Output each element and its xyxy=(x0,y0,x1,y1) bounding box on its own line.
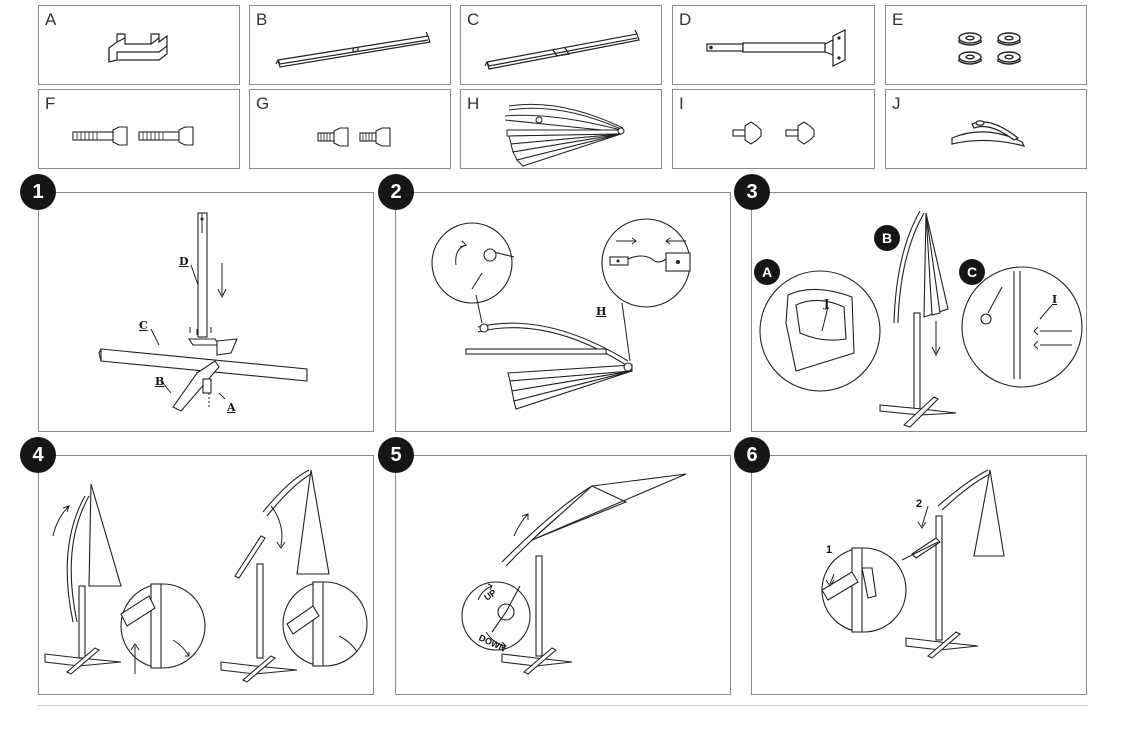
step-2-illustration xyxy=(431,218,691,410)
part-label: B xyxy=(256,10,268,29)
bottom-divider xyxy=(38,705,1088,706)
step-badge-5: 5 xyxy=(378,437,414,473)
part-label: H xyxy=(467,94,480,113)
step-badge-6: 6 xyxy=(734,437,770,473)
step-6-illustration xyxy=(821,469,1005,659)
step-5-panel: UP DOWN xyxy=(395,455,731,695)
label-i: I xyxy=(1052,293,1058,306)
part-label: I xyxy=(679,94,684,113)
long-bolts-drawing xyxy=(72,126,194,146)
label-j: J xyxy=(824,297,830,310)
long-leg-drawing xyxy=(484,29,640,70)
label-d: D xyxy=(179,255,189,268)
step-1-illustration xyxy=(98,212,308,412)
part-box-b: B xyxy=(249,5,451,85)
part-box-i: I xyxy=(672,89,875,169)
step-badge-2: 2 xyxy=(378,174,414,210)
step-6-mark-1: 1 xyxy=(826,544,833,556)
label-c: C xyxy=(139,319,148,332)
part-box-d: D xyxy=(672,5,875,85)
part-box-c: C xyxy=(460,5,662,85)
part-label: D xyxy=(679,10,692,29)
base-bracket-drawing xyxy=(108,33,168,63)
step-4-illustration xyxy=(44,469,368,683)
part-label: J xyxy=(892,94,901,113)
short-leg-drawing xyxy=(275,31,431,68)
crank-handle-drawing xyxy=(951,120,1026,147)
part-label: C xyxy=(467,10,480,29)
step-3-panel: J I xyxy=(751,192,1087,432)
step-badge-4: 4 xyxy=(20,437,56,473)
canopy-assembly-drawing xyxy=(504,103,625,167)
step-4-panel xyxy=(38,455,374,695)
part-box-j: J xyxy=(885,89,1087,169)
step-badge-1: 1 xyxy=(20,174,56,210)
hand-knobs-drawing xyxy=(732,121,815,145)
step-1-panel: D C B A xyxy=(38,192,374,432)
part-box-f: F xyxy=(38,89,240,169)
part-box-e: E xyxy=(885,5,1087,85)
part-label: A xyxy=(45,10,57,29)
step-badge-3: 3 xyxy=(734,174,770,210)
callout-b: B xyxy=(874,225,900,251)
step-6-mark-2: 2 xyxy=(916,498,923,510)
label-a: A xyxy=(227,401,236,414)
step-2-panel: H xyxy=(395,192,731,432)
part-label: G xyxy=(256,94,270,113)
part-box-h: H xyxy=(460,89,662,169)
callout-c: C xyxy=(959,259,985,285)
part-box-a: A xyxy=(38,5,240,85)
label-b: B xyxy=(155,375,165,388)
step-6-panel: 1 2 xyxy=(751,455,1087,695)
pole-drawing xyxy=(706,29,846,67)
callout-a: A xyxy=(754,259,780,285)
part-box-g: G xyxy=(249,89,451,169)
short-bolts-drawing xyxy=(317,127,391,147)
part-label: E xyxy=(892,10,904,29)
washers-drawing xyxy=(958,32,1021,65)
step-3-illustration xyxy=(759,210,1083,428)
label-h: H xyxy=(596,305,607,318)
step-5-illustration xyxy=(461,473,687,675)
part-label: F xyxy=(45,94,56,113)
